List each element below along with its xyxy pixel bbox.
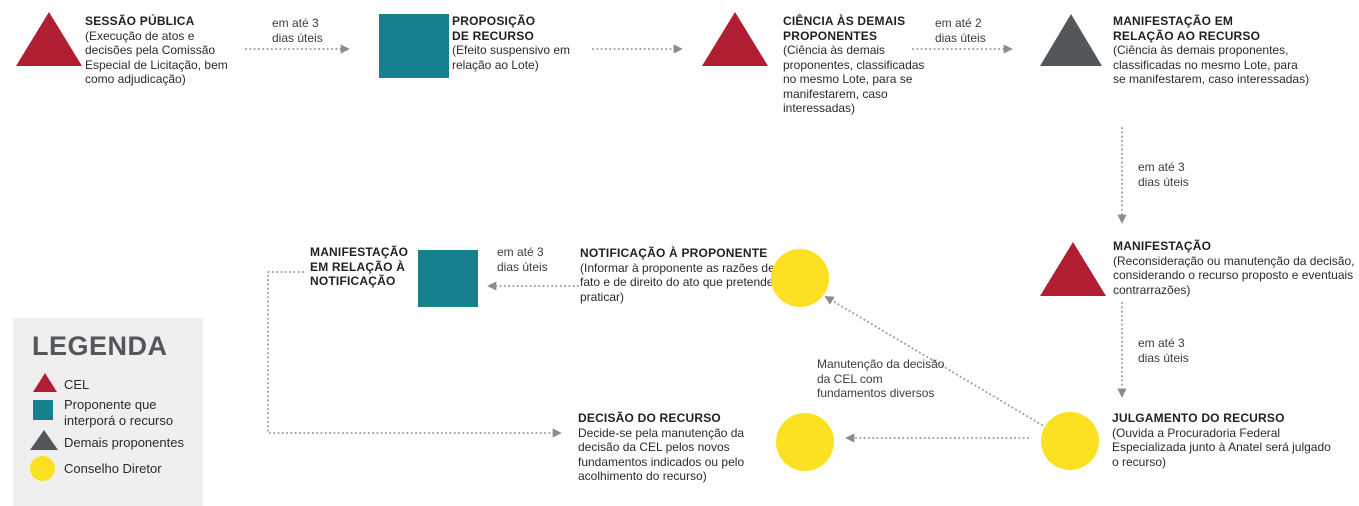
arrow-manifestacao-notificacao-to-decisao	[267, 271, 562, 438]
step-title: PROPOSIÇÃO DE RECURSO	[452, 14, 536, 43]
step-desc: (Ouvida a Procuradoria Federal Especiali…	[1112, 425, 1331, 469]
timer-label: em até 3 dias úteis	[497, 245, 548, 274]
cel-triangle-icon	[1040, 242, 1106, 296]
manutencao-note: Manutenção da decisão da CEL com fundame…	[817, 357, 945, 400]
conselho-circle-icon	[30, 456, 55, 481]
legend-panel: LEGENDA CEL Proponente que interporá o r…	[13, 318, 203, 506]
step-desc: Decide-se pela manutenção da decisão da …	[578, 425, 745, 484]
step-sessao-publica: SESSÃO PÚBLICA (Execução de atos e decis…	[85, 14, 240, 87]
step-title: MANIFESTAÇÃO EM RELAÇÃO À NOTIFICAÇÃO	[310, 245, 409, 288]
step-proposicao-recurso: PROPOSIÇÃO DE RECURSO (Efeito suspensivo…	[452, 14, 587, 72]
step-desc: (Execução de atos e decisões pela Comiss…	[85, 28, 228, 87]
legend-title: LEGENDA	[32, 331, 168, 361]
conselho-circle-icon	[1041, 412, 1099, 470]
step-title: JULGAMENTO DO RECURSO	[1112, 411, 1285, 425]
legend-item-label: Proponente que interporá o recurso	[64, 397, 174, 428]
step-title: NOTIFICAÇÃO À PROPONENTE	[580, 246, 768, 260]
step-title: MANIFESTAÇÃO	[1113, 239, 1212, 253]
timer-label: em até 3 dias úteis	[272, 16, 323, 45]
cel-triangle-icon	[16, 12, 82, 66]
step-ciencia-demais-proponentes: CIÊNCIA ÀS DEMAIS PROPONENTES (Ciência à…	[783, 14, 933, 116]
step-manifestacao-em-relacao-a-notificacao: MANIFESTAÇÃO EM RELAÇÃO À NOTIFICAÇÃO	[310, 245, 430, 289]
step-title: DECISÃO DO RECURSO	[578, 411, 721, 425]
step-manifestacao: MANIFESTAÇÃO (Reconsideração ou manutenç…	[1113, 239, 1359, 297]
legend-item-label: Conselho Diretor	[64, 461, 162, 476]
legend-item-label: Demais proponentes	[64, 435, 184, 450]
proponente-square-icon	[379, 14, 449, 78]
step-title: MANIFESTAÇÃO EM RELAÇÃO AO RECURSO	[1113, 14, 1261, 43]
timer-label: em até 3 dias úteis	[1138, 336, 1189, 365]
demais-proponentes-triangle-icon	[1040, 14, 1102, 66]
proponente-square-icon	[33, 400, 53, 420]
conselho-circle-icon	[771, 249, 829, 307]
timer-label: em até 2 dias úteis	[935, 16, 986, 45]
cel-triangle-icon	[702, 12, 768, 66]
step-title: SESSÃO PÚBLICA	[85, 14, 195, 28]
timer-label: em até 3 dias úteis	[1138, 160, 1189, 189]
step-desc: (Ciência às demais proponentes, classifi…	[783, 43, 925, 115]
proponente-square-icon	[418, 250, 478, 307]
demais-proponentes-triangle-icon	[30, 430, 58, 450]
step-desc: (Ciência às demais proponentes, classifi…	[1113, 43, 1310, 86]
step-desc: (Efeito suspensivo em relação ao Lote)	[452, 43, 571, 72]
step-title: CIÊNCIA ÀS DEMAIS PROPONENTES	[783, 14, 906, 43]
step-notificacao-a-proponente: NOTIFICAÇÃO À PROPONENTE (Informar à pro…	[580, 246, 775, 304]
step-decisao-do-recurso: DECISÃO DO RECURSO Decide-se pela manute…	[578, 411, 783, 484]
step-manifestacao-em-relacao-ao-recurso: MANIFESTAÇÃO EM RELAÇÃO AO RECURSO (Ciên…	[1113, 14, 1313, 87]
legend-item-label: CEL	[64, 377, 90, 392]
cel-triangle-icon	[33, 373, 57, 392]
step-desc: (Reconsideração ou manutenção da decisão…	[1113, 253, 1355, 297]
step-desc: (Informar à proponente as razões de fato…	[580, 260, 775, 304]
step-julgamento-do-recurso: JULGAMENTO DO RECURSO (Ouvida a Procurad…	[1112, 411, 1337, 469]
conselho-circle-icon	[776, 413, 834, 471]
